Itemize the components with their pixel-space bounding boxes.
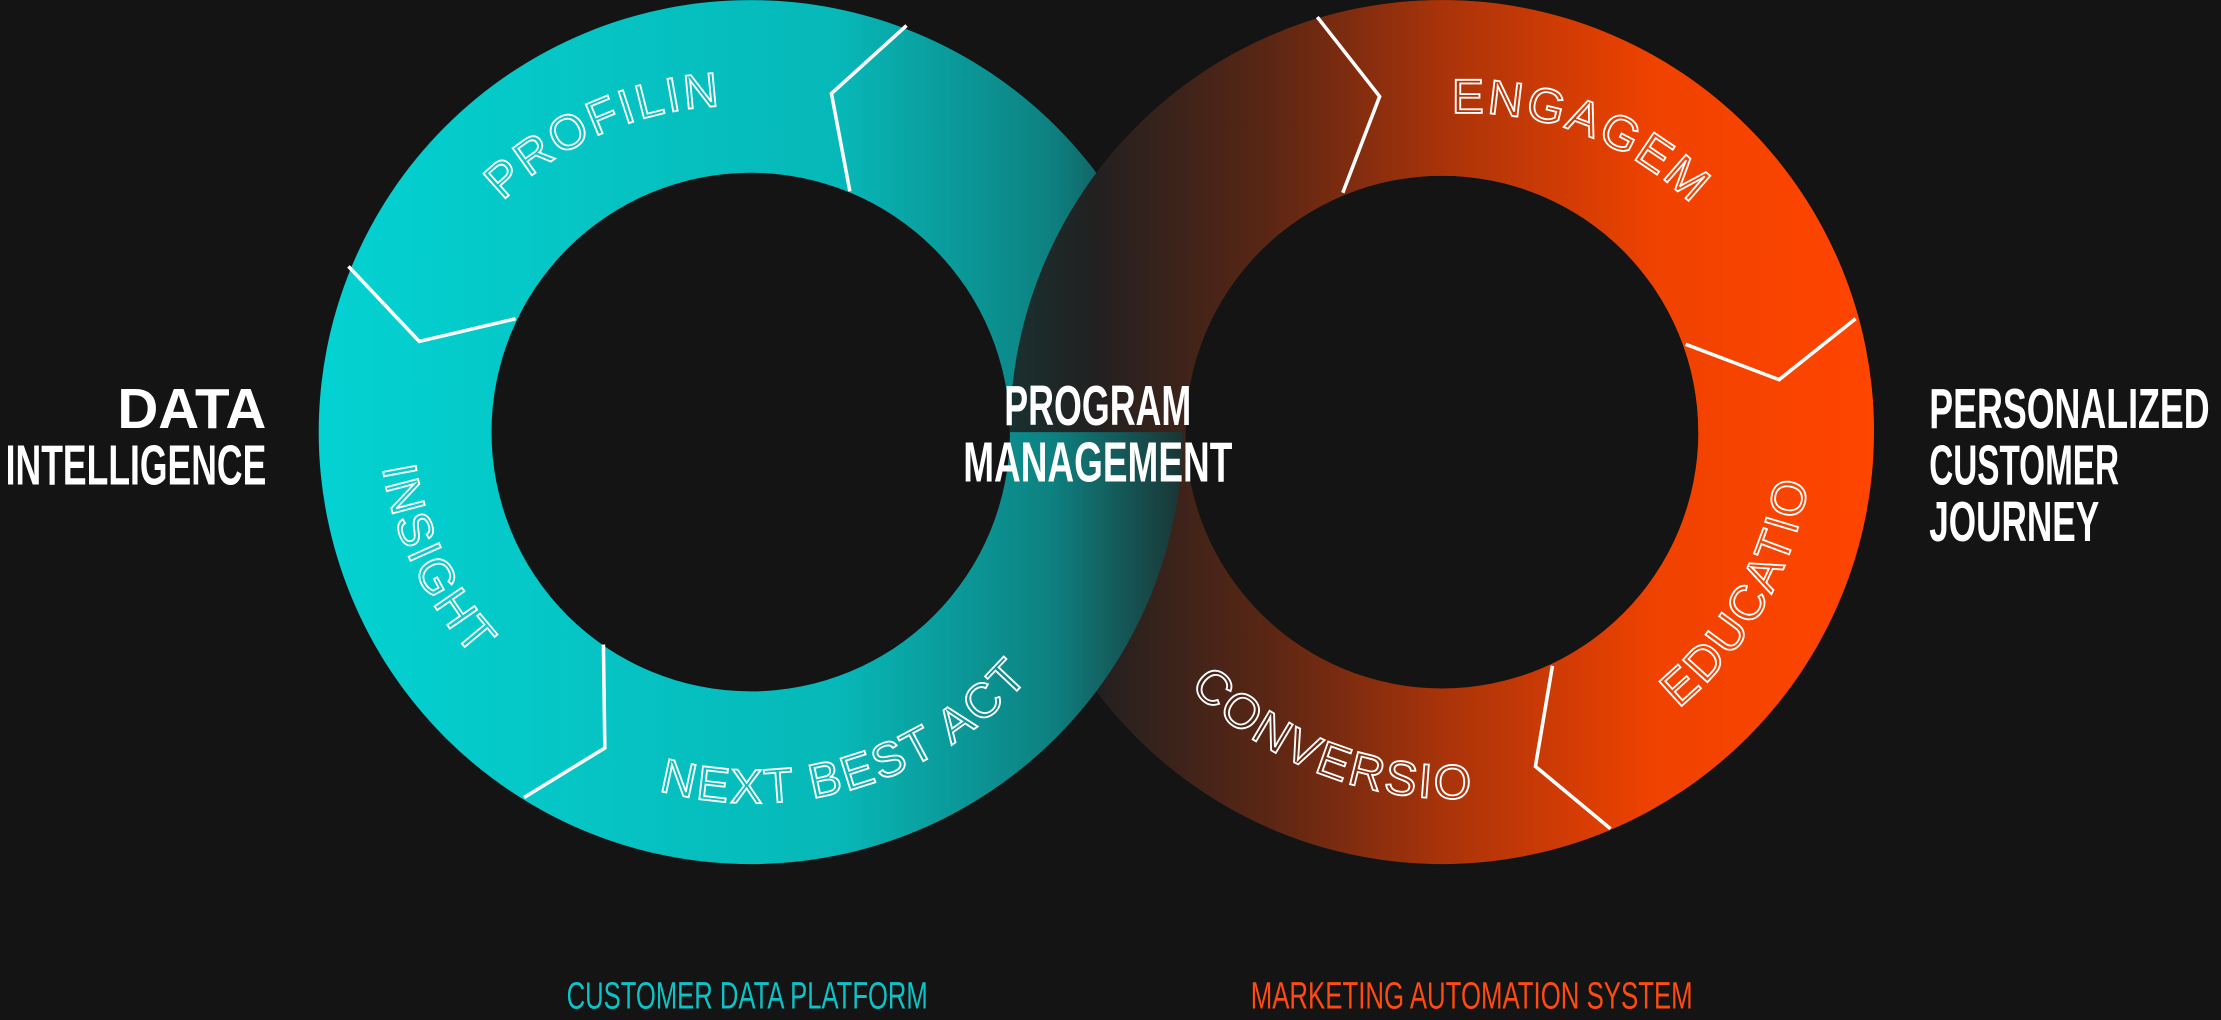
program-management-line1: PROGRAM: [1004, 375, 1191, 438]
data-intelligence-line2: INTELLIGENCE: [6, 435, 267, 498]
segment-divider: [1533, 665, 1612, 831]
segment-divider: [1315, 15, 1382, 194]
segment-divider: [347, 265, 516, 344]
program-management-line2: MANAGEMENT: [963, 432, 1232, 495]
segment-divider: [829, 24, 908, 192]
marketing-automation-label: MARKETING AUTOMATION SYSTEM: [1251, 975, 1693, 1018]
segment-divider: [1684, 317, 1857, 382]
marketing-ring-overlap: [1009, 0, 1874, 433]
personalized-journey-line3: JOURNEY: [1929, 491, 2099, 554]
personalized-journey-line2: CUSTOMER: [1929, 435, 2119, 498]
data-intelligence-line1: DATA: [117, 378, 266, 441]
customer-data-platform-label: CUSTOMER DATA PLATFORM: [567, 975, 928, 1018]
customer-data-platform-ring: [318, 0, 1183, 865]
segment-divider: [523, 644, 607, 800]
personalized-journey-line1: PERSONALIZED: [1929, 378, 2209, 441]
